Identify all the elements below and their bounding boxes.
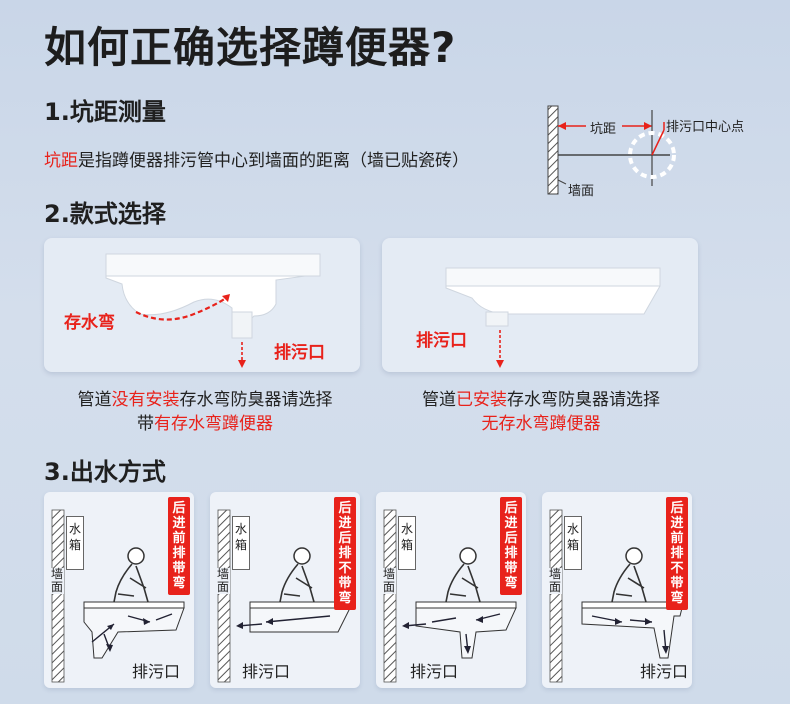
drain-outlet-label-right: 排污口 (416, 331, 467, 351)
outflow-panel-1: 后进前排带弯 水箱 墙面 排污口 (44, 492, 194, 688)
outflow-tag-2: 后进后排不带弯 (334, 497, 356, 610)
pit-definition: 是指蹲便器排污管中心到墙面的距离（墙已贴瓷砖） (78, 151, 469, 171)
pit-distance-diagram: 坑距 排污口中心点 墙面 (540, 100, 780, 200)
wall-label-1: 墙面 (50, 567, 64, 594)
water-tank-3: 水箱 (398, 516, 416, 570)
style-panel-without-trap: 排污口 (382, 238, 698, 372)
drain-label-1: 排污口 (132, 662, 181, 681)
drain-label-2: 排污口 (242, 662, 291, 681)
style-panel-with-trap: 存水弯 排污口 (44, 238, 360, 372)
wall-label: 墙面 (568, 184, 595, 199)
page-title: 如何正确选择蹲便器? (44, 23, 457, 72)
outflow-diagram-3 (383, 509, 517, 683)
outflow-diagram-4 (549, 509, 683, 683)
wall-label-4: 墙面 (548, 567, 562, 594)
section-1-heading: 1.坑距测量 (44, 98, 166, 126)
caption-left-line-1: 管道没有安装存水弯防臭器请选择 (77, 390, 333, 410)
outflow-tag-4: 后进前排不带弯 (666, 497, 688, 610)
section-2-heading: 2.款式选择 (44, 200, 166, 228)
drain-outlet-label-left: 排污口 (274, 343, 325, 363)
pit-term: 坑距 (44, 151, 78, 171)
caption-right-line-1: 管道已安装存水弯防臭器请选择 (422, 390, 660, 410)
section-1-description: 坑距是指蹲便器排污管中心到墙面的距离（墙已贴瓷砖） (44, 146, 469, 171)
outflow-diagram-1 (51, 509, 185, 683)
outflow-tag-1: 后进前排带弯 (168, 497, 190, 595)
drain-label-3: 排污口 (410, 662, 459, 681)
drain-circle (628, 131, 676, 179)
toilet-with-trap-illustration (105, 253, 321, 368)
wall-label-3: 墙面 (382, 567, 396, 594)
outflow-panel-2: 后进后排不带弯 水箱 墙面 排污口 (210, 492, 360, 688)
water-tank-2: 水箱 (232, 516, 250, 570)
outflow-tag-3: 后进后排带弯 (500, 497, 522, 595)
wall-label-2: 墙面 (216, 567, 230, 594)
wall-hatch (547, 105, 559, 195)
style-caption-left: 管道没有安装存水弯防臭器请选择 带有存水弯蹲便器 (40, 388, 370, 436)
pit-diagram-svg (547, 105, 676, 195)
section-3-heading: 3.出水方式 (44, 458, 166, 486)
drain-label-4: 排污口 (640, 662, 689, 681)
toilet-without-trap-illustration (445, 267, 661, 368)
water-tank-4: 水箱 (564, 516, 582, 570)
water-tank-1: 水箱 (66, 516, 84, 570)
outflow-diagram-2 (217, 509, 351, 683)
style-caption-right: 管道已安装存水弯防臭器请选择 无存水弯蹲便器 (376, 388, 706, 436)
outflow-panel-3: 后进后排带弯 水箱 墙面 排污口 (376, 492, 526, 688)
outflow-panel-4: 后进前排不带弯 水箱 墙面 排污口 (542, 492, 692, 688)
trap-label: 存水弯 (64, 313, 115, 333)
center-label: 排污口中心点 (666, 120, 745, 135)
caption-left-line-2: 带有存水弯蹲便器 (137, 414, 273, 434)
caption-right-line-2: 无存水弯蹲便器 (481, 414, 601, 434)
pit-label: 坑距 (590, 122, 617, 137)
